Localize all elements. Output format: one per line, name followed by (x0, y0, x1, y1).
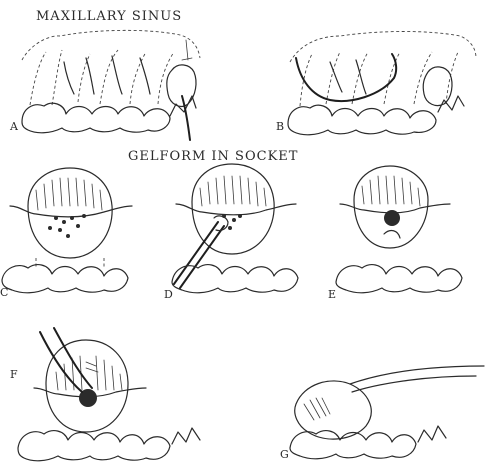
gelform-particle (66, 234, 70, 238)
teeth-row (172, 265, 298, 293)
teeth-row (22, 103, 170, 133)
panel-letter-c: C (0, 286, 8, 299)
gelform-particle (58, 228, 62, 232)
mucosa-hatching (36, 178, 102, 210)
suction-tip (40, 328, 92, 392)
panel-g: G (280, 366, 484, 461)
panel-letter-b: B (276, 120, 284, 133)
mucosa-hatching (362, 176, 420, 206)
panel-e: E (328, 166, 462, 301)
gelform-particle (62, 220, 66, 224)
sinus-opening (423, 67, 452, 106)
sinus-outline (290, 32, 476, 63)
gelform-particle (82, 214, 86, 218)
suture-marks (172, 428, 200, 444)
flap-incision (296, 54, 396, 101)
panel-letter-f: F (10, 368, 18, 381)
fistula-mark (182, 40, 192, 60)
gelform-plug (384, 210, 400, 226)
sinus-outline (22, 30, 200, 60)
teeth-row (2, 265, 128, 293)
clot-mark (384, 231, 400, 238)
gelform-particle (232, 218, 236, 222)
gelform-particle (70, 216, 74, 220)
flap-hatching (304, 398, 330, 420)
panel-letter-a: A (9, 120, 19, 133)
socket-oval (46, 340, 128, 432)
suture-marks (418, 426, 446, 442)
suture-marks (438, 96, 464, 112)
panel-c: C (0, 168, 132, 299)
panel-letter-g: G (280, 448, 289, 461)
gelform-particle (238, 214, 242, 218)
teeth-row (336, 265, 462, 293)
panel-d: D (164, 164, 298, 301)
mucosa-hatching (200, 176, 266, 206)
sinus-opening (167, 65, 196, 106)
gelform-particle (76, 224, 80, 228)
gelform-label: GELFORM IN SOCKET (128, 149, 298, 164)
gelform-particle (228, 226, 232, 230)
gelform-particle (54, 216, 58, 220)
teeth-row (18, 431, 170, 461)
root-outlines (30, 50, 174, 105)
socket-oval (354, 166, 428, 248)
panel-f: F (10, 328, 200, 461)
forceps-instrument (174, 222, 224, 288)
teeth-row (288, 105, 436, 135)
maxillary-sinus-label: MAXILLARY SINUS (36, 9, 182, 24)
tooth-roots (64, 56, 150, 94)
panel-letter-d: D (164, 288, 173, 301)
alveolar-ridge (176, 204, 296, 215)
panel-a: A (9, 30, 200, 140)
panel-b: B (276, 32, 476, 135)
gelform-particle (48, 226, 52, 230)
retractor-instrument (350, 366, 484, 384)
tooth-roots (330, 60, 366, 94)
panel-letter-e: E (328, 288, 336, 301)
